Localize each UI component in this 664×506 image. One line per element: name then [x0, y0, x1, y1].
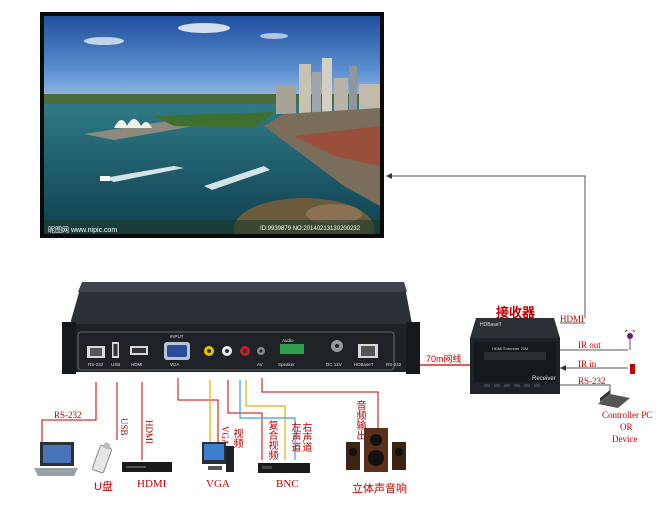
speakers-caption: 立体声音响 — [352, 483, 407, 495]
receiver-device: HDBaseT HDMI Extender 70M Receiver — [470, 318, 560, 394]
ir-out-label: IR out — [578, 340, 601, 350]
vga-computer-icon — [202, 442, 234, 472]
port-hdbaset-label: HDBaseT — [354, 362, 374, 367]
or-caption: OR — [620, 422, 633, 432]
controller-caption: Controller PC — [602, 410, 653, 420]
right-audio-label: 右声道 — [300, 422, 311, 452]
hdmi-caption: HDMI — [137, 478, 167, 490]
receiver-plate: HDMI Extender 70M — [492, 346, 528, 351]
input-label: INPUT — [170, 334, 184, 339]
port-usb-label: USB — [111, 362, 120, 367]
vga-caption: VGA — [206, 478, 230, 490]
usb-drive-icon — [91, 441, 113, 474]
composite-line — [227, 380, 263, 460]
receiver-label: Receiver — [532, 376, 556, 382]
speakers-icon — [346, 428, 406, 472]
port-av-label: AV — [257, 362, 263, 367]
rs232-left-label: RS-232 — [54, 410, 82, 420]
rs232-right-label: RS-232 — [578, 376, 606, 386]
bnc-caption: BNC — [276, 478, 299, 490]
bnc-device-icon — [258, 463, 310, 473]
ir-emitter-icon — [630, 364, 635, 374]
video-cable-label: 视频 — [231, 428, 242, 448]
port-dc-label: DC 12V — [326, 362, 342, 367]
port-speaker-label: Speaker — [278, 362, 295, 367]
port-vga-label: VGA — [170, 362, 180, 367]
device-caption: Device — [612, 434, 638, 444]
network-cable-label: 70m网线 — [426, 354, 462, 364]
port-rs232-right-label: RS-232 — [386, 362, 402, 367]
main-extender-device: INPUT RS-232 USB HDMI VGA AV Audio Speak… — [62, 282, 420, 374]
usb-cable-label: USB — [119, 418, 129, 436]
u-disk-caption: U盘 — [94, 481, 113, 493]
harbor-photo — [44, 16, 380, 234]
right-audio-line — [239, 380, 296, 460]
hdmi-output-line — [386, 173, 586, 318]
audio-output-label: 音频输出 — [354, 400, 365, 440]
receiver-title: 接收器 — [496, 305, 536, 320]
left-audio-label: 左声道 — [289, 422, 300, 452]
port-hdmi-label: HDMI — [131, 362, 143, 367]
receiver-brand: HDBaseT — [480, 322, 502, 328]
controller-pc-icon — [598, 390, 630, 408]
watermark-right: ID:9939879 NO:20140213130200232 — [260, 226, 361, 232]
composite-cable-label: 复合视频 — [266, 420, 277, 460]
left-audio-line — [245, 380, 286, 460]
ir-receiver-icon — [624, 330, 636, 350]
hdmi-player-icon — [122, 462, 172, 472]
display-screen-image: 昵图网 www.nipic.com ID:9939879 NO:20140213… — [44, 16, 380, 234]
vga-line — [177, 378, 219, 450]
laptop-icon — [34, 442, 78, 476]
watermark-left: 昵图网 www.nipic.com — [48, 227, 118, 234]
port-audio-label: Audio — [282, 338, 294, 343]
vga-cable-label: VGA — [220, 426, 230, 446]
audio-out-line — [261, 378, 379, 430]
hdmi-output-label: HDMI — [560, 314, 584, 324]
hdmi-cable-label: HDMI — [144, 420, 154, 444]
ir-in-label: IR in — [578, 359, 597, 369]
rs232-line — [41, 382, 97, 445]
port-rs232-label: RS-232 — [88, 362, 104, 367]
